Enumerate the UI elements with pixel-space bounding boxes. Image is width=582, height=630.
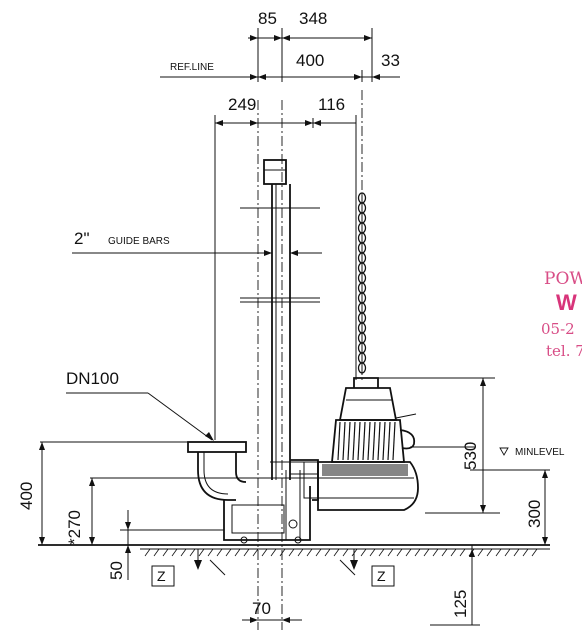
floor-hatch: [315, 548, 322, 557]
floor-foundation: Z Z: [38, 544, 550, 587]
left-dimensions: 400 *270 50: [17, 442, 224, 580]
floor-hatch: [423, 548, 430, 557]
floor-hatch: [414, 548, 421, 557]
floor-hatch: [441, 548, 448, 557]
dim-33: 33: [381, 51, 400, 70]
min-level-label: MINLEVEL: [515, 447, 565, 458]
floor-hatch: [243, 548, 250, 557]
floor-hatch: [288, 548, 295, 557]
floor-hatch: [198, 548, 205, 557]
floor-hatch: [522, 548, 529, 557]
cooling-fin: [367, 421, 371, 461]
floor-hatch: [495, 548, 502, 557]
outlet-label: DN100: [66, 369, 119, 388]
cooling-fin: [372, 421, 376, 461]
dim-50: 50: [107, 561, 126, 580]
floor-hatch: [153, 548, 160, 557]
watermark-line2: W: [556, 290, 577, 315]
floor-hatch: [369, 548, 376, 557]
guide-bar-size: 2": [74, 229, 90, 248]
floor-hatch: [459, 548, 466, 557]
cooling-fin: [352, 421, 356, 461]
dim-270: *270: [65, 510, 84, 545]
dim-116: 116: [318, 95, 345, 114]
section-z-left: Z: [157, 568, 166, 584]
duckfoot-base: [90, 461, 320, 544]
floor-hatch: [162, 548, 169, 557]
dim-300: 300: [525, 500, 544, 528]
floor-hatch: [225, 548, 232, 557]
floor-hatch: [279, 548, 286, 557]
cooling-fin: [362, 421, 366, 461]
guide-bars: 2" GUIDE BARS: [72, 159, 322, 480]
floor-hatch: [432, 548, 439, 557]
chain-link: [357, 362, 367, 374]
ref-line-label: REF.LINE: [170, 62, 214, 73]
floor-hatch: [270, 548, 277, 557]
floor-hatch: [405, 548, 412, 557]
floor-hatch: [261, 548, 268, 557]
floor-hatch: [387, 548, 394, 557]
cooling-fin: [347, 421, 351, 461]
dim-400-left: 400: [17, 482, 36, 510]
floor-hatch: [144, 548, 151, 557]
floor-hatch: [171, 548, 178, 557]
floor-hatch: [504, 548, 511, 557]
floor-hatch: [306, 548, 313, 557]
floor-hatch: [333, 548, 340, 557]
floor-hatch: [189, 548, 196, 557]
watermark-line4: tel. 7: [546, 342, 582, 360]
floor-hatch: [234, 548, 241, 557]
dim-530: 530: [461, 442, 480, 470]
right-dimensions: 530 MINLEVEL 300: [375, 377, 565, 545]
dim-125: 125: [451, 590, 470, 618]
floor-hatch: [180, 548, 187, 557]
floor-hatch: [252, 548, 259, 557]
floor-hatch: [396, 548, 403, 557]
bottom-dimensions: 70 125: [242, 545, 480, 626]
cooling-fin: [337, 421, 341, 461]
discharge-outlet: DN100: [40, 369, 247, 501]
floor-hatch: [360, 548, 367, 557]
floor-hatch: [477, 548, 484, 557]
cooling-fin: [357, 421, 361, 461]
guide-bars-label: GUIDE BARS: [108, 236, 170, 247]
dim-85: 85: [258, 9, 277, 28]
top-dimensions: 85 348 REF.LINE 400 33 249 116: [160, 9, 400, 440]
floor-hatch: [216, 548, 223, 557]
section-z-right: Z: [377, 568, 386, 584]
watermark: POW W 05-2 tel. 7: [541, 269, 582, 360]
cooling-fin: [342, 421, 346, 461]
dim-348: 348: [299, 9, 327, 28]
dim-400-top: 400: [296, 51, 324, 70]
cooling-fin: [392, 421, 396, 461]
floor-hatch: [531, 548, 538, 557]
dim-249: 249: [228, 95, 256, 114]
floor-hatch: [513, 548, 520, 557]
cooling-fin: [387, 421, 391, 461]
floor-hatch: [486, 548, 493, 557]
floor-hatch: [324, 548, 331, 557]
floor-hatch: [450, 548, 457, 557]
watermark-line3: 05-2: [541, 320, 575, 338]
watermark-line1: POW: [544, 269, 582, 289]
floor-hatch: [297, 548, 304, 557]
lifting-chain: [357, 192, 367, 375]
cooling-fin: [382, 421, 386, 461]
cooling-fin: [377, 421, 381, 461]
pump-body: [290, 377, 419, 511]
floor-hatch: [378, 548, 385, 557]
floor-hatch: [207, 548, 214, 557]
floor-hatch: [342, 548, 349, 557]
dim-70: 70: [252, 599, 271, 618]
